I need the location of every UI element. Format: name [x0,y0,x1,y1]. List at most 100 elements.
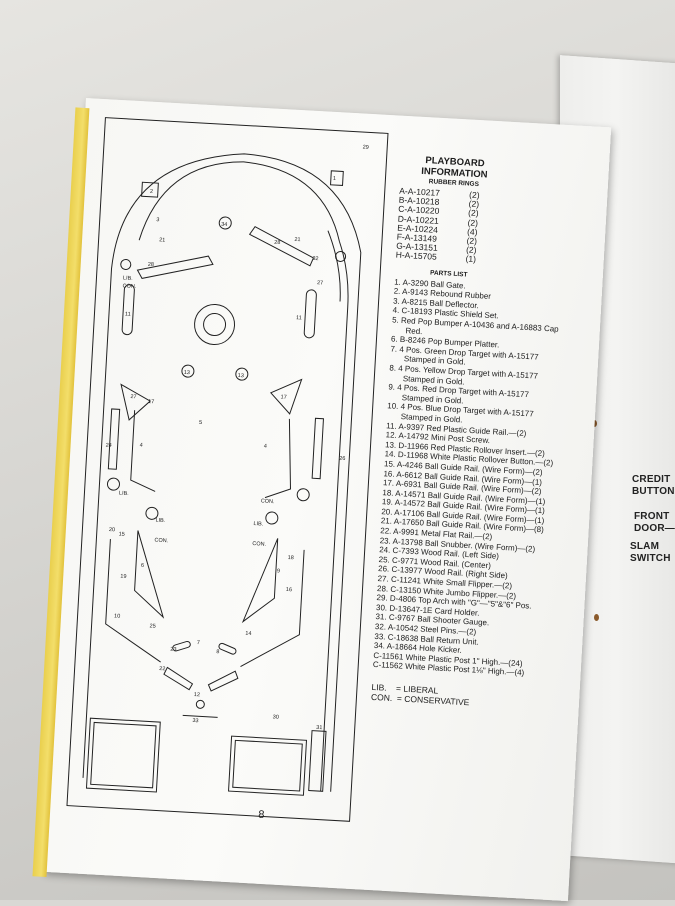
diagram-label: CON. [261,498,276,505]
diagram-label: 17 [280,394,286,400]
playfield-diagram: 29 34 2 1 3 21 21 28 28 LIB. CON. 32 27 … [66,117,389,822]
card-holder-right [228,735,308,796]
diagram-label: 20 [109,527,115,533]
diagram-label: 31 [316,725,322,731]
drain-bar [182,714,218,718]
left-inlane-rail [105,539,161,663]
diagram-label: 29 [362,145,368,151]
diagram-label: 19 [120,574,126,580]
diagram-label: 4 [140,443,143,449]
right-drop-target-bank [303,289,317,339]
back-label-door: DOOR— [634,523,675,534]
ball-gate-box [330,170,344,186]
shooter-lane-rail [320,241,349,792]
ball-deflector-box [141,181,159,198]
diagram-label: 21 [159,237,165,243]
page-number: 8 [257,808,265,822]
diagram-label: 6 [141,563,144,569]
diagram-label: 2 [150,189,153,195]
back-label-credit: CREDIT [632,474,671,485]
back-page-labels: CREDIT BUTTON FRONT DOOR— SLAM SWITCH [592,0,675,900]
manual-page: 29 34 2 1 3 21 21 28 28 LIB. CON. 32 27 … [32,98,612,902]
card-holder-left [85,717,161,793]
diagram-label: 14 [245,631,251,637]
diagram-label: 27 [317,280,323,286]
right-outlane-rail [311,417,324,480]
top-arch [138,161,340,242]
diagram-label: 12 [194,692,200,698]
card-holder-right-inner [232,739,303,792]
diagram-label: 7 [197,640,200,646]
rollover-left [181,364,195,378]
right-lower-post [296,488,310,502]
diagram-label: 16 [286,587,292,593]
left-slingshot [134,530,165,619]
left-top-lane-guide [136,255,214,279]
diagram-label: 5 [199,420,202,426]
diagram-label: 24 [105,443,111,449]
rollover-right [235,367,249,381]
legend: LIB. = LIBERAL CON. = CONSERVATIVE [371,682,572,713]
diagram-label: 22 [159,666,165,672]
left-outlane-rail [107,408,121,470]
left-sling-post [145,506,159,520]
diagram-label: 15 [119,532,125,538]
diagram-label: 32 [312,256,318,262]
left-guide-rail [130,410,156,492]
diagram-label: 28 [148,262,154,268]
right-guide-rail [264,418,291,499]
ring-qty: (1) [465,253,477,265]
diagram-label: 21 [294,237,300,243]
diagram-label: 33 [192,718,198,724]
diagram-label: CON. [154,538,169,545]
card-holder-left-inner [90,721,157,789]
parts-list: 1. A-3290 Ball Gate. 2. A-9143 Rebound R… [373,277,595,681]
right-sling-post [265,511,279,525]
diagram-label: 34 [221,222,227,228]
left-mini-flipper [172,640,191,652]
right-top-lane-guide [248,225,315,267]
ball-return [195,699,205,709]
diagram-label: CON. [122,283,137,290]
playfield-drawing: 29 34 2 1 3 21 21 28 28 LIB. CON. 32 27 … [82,145,369,796]
binder-hole [594,614,599,621]
diagram-label: 4 [264,443,267,449]
diagram-label: 30 [273,714,279,720]
center-pop-bumper-inner [203,313,227,337]
right-kicker-post [335,250,347,262]
diagram-label: CON. [252,541,267,548]
diagram-label: 9 [277,568,280,574]
diagram-label: 25 [149,623,155,629]
diagram-label: 17 [148,399,154,405]
diagram-label: 28 [274,240,280,246]
diagram-label: 3 [156,217,159,223]
diagram-label: 26 [339,456,345,462]
diagram-label: 11 [125,312,131,318]
playfield-outline [82,153,362,792]
right-flipper [207,670,239,692]
diagram-label: 23 [170,647,176,653]
left-lower-post [106,477,120,491]
diagram-label: LIB. [123,275,134,282]
left-mid-sling [120,383,152,421]
back-label-slam: SLAM [630,541,660,552]
back-label-button: BUTTON [632,486,675,497]
back-label-front: FRONT [634,511,670,522]
right-mini-flipper [218,642,237,655]
diagram-label: LIB. [253,521,264,528]
left-flipper [163,666,194,691]
right-mid-sling [269,378,303,415]
right-slingshot [241,538,279,624]
diagram-label: 13 [184,370,190,376]
left-kicker-post [120,258,132,270]
ball-shooter-gauge [308,730,327,792]
playboard-information: PLAYBOARD INFORMATION RUBBER RINGS A-A-1… [371,154,601,713]
diagram-label: 8 [216,649,219,655]
diagram-label: 13 [238,373,244,379]
diagram-label: 18 [287,555,293,561]
diagram-label: 1 [333,176,336,182]
top-pop-bumper [218,216,232,230]
diagram-label: 27 [130,394,136,400]
center-pop-bumper-outer [194,304,236,346]
back-label-switch: SWITCH [630,553,671,564]
